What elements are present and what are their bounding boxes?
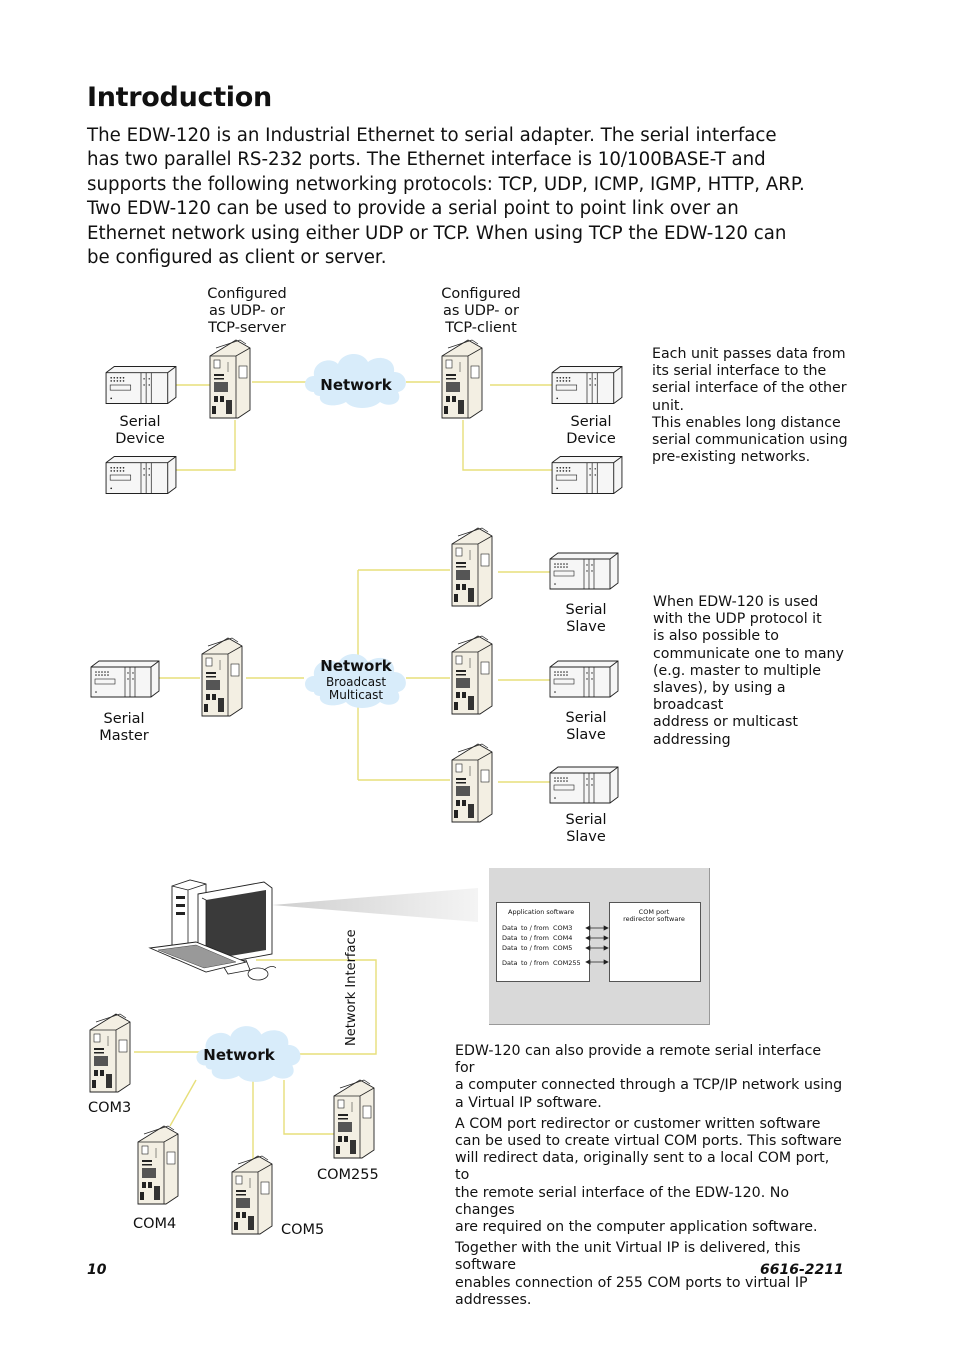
serial-device-icon: [104, 364, 178, 406]
data-row-direction: to / from: [521, 924, 549, 932]
remote-paragraph-2: A COM port redirector or customer writte…: [455, 1115, 842, 1236]
client-config-label: Configured as UDP- or TCP-client: [441, 286, 521, 336]
data-row-port: COM3: [553, 924, 573, 932]
network-label-2: Network: [320, 657, 392, 675]
network-broadcast-label: Broadcast: [325, 675, 387, 689]
intro-paragraph-1: The EDW-120 is an Industrial Ethernet to…: [87, 125, 805, 195]
data-row-label: Data: [502, 959, 518, 967]
serial-master-label: Serial Master: [99, 711, 149, 744]
document-number: 6616-2211: [760, 1262, 844, 1278]
redirector-label-2: redirector software: [623, 915, 685, 923]
edw-120-unit-icon: [198, 634, 246, 722]
serial-device-left-label: Serial Device: [115, 414, 165, 447]
data-row-port: COM255: [553, 959, 581, 967]
data-row-label: Data: [502, 924, 518, 932]
network-label-1: Network: [320, 376, 392, 394]
com255-label: COM255: [317, 1167, 379, 1183]
serial-device-right-label: Serial Device: [566, 414, 616, 447]
serial-slave-label: Serial Slave: [565, 710, 607, 743]
data-row-port: COM5: [553, 944, 573, 952]
com3-label: COM3: [88, 1100, 132, 1116]
data-row-port: COM4: [553, 934, 573, 942]
diagram2-note: When EDW-120 is used with the UDP protoc…: [653, 594, 844, 748]
edw-120-unit-icon: [448, 524, 496, 612]
edw-120-unit-icon: [448, 740, 496, 828]
serial-device-icon: [104, 454, 178, 496]
data-row-label: Data: [502, 944, 518, 952]
data-row-direction: to / from: [521, 944, 549, 952]
serial-master-device-icon: [89, 658, 161, 700]
data-row-label: Data: [502, 934, 518, 942]
remote-paragraph-1: EDW-120 can also provide a remote serial…: [455, 1043, 843, 1111]
intro-paragraph-2: Two EDW-120 can be used to provide a ser…: [87, 198, 787, 269]
edw-120-unit-icon: [86, 1010, 134, 1098]
serial-device-icon: [550, 364, 624, 406]
application-software-box: [496, 902, 590, 982]
redirector-software-box: [609, 902, 701, 982]
com4-label: COM4: [133, 1216, 177, 1232]
intro-text: The EDW-120 is an Industrial Ethernet to…: [87, 124, 807, 270]
server-config-label: Configured as UDP- or TCP-server: [207, 286, 287, 336]
serial-slave-device-icon: [548, 550, 620, 592]
edw-120-unit-icon: [206, 336, 254, 424]
computer-icon: [148, 879, 276, 981]
remote-paragraph-3: Together with the unit Virtual IP is del…: [455, 1240, 808, 1308]
edw-120-unit-icon: [330, 1076, 378, 1164]
network-multicast-label: Multicast: [328, 688, 384, 702]
data-row-direction: to / from: [521, 959, 549, 967]
diagram1-note: Each unit passes data from its serial in…: [652, 346, 848, 466]
edw-120-unit-icon: [134, 1122, 182, 1210]
app-software-label: Application software: [508, 908, 575, 916]
serial-slave-label: Serial Slave: [565, 812, 607, 845]
data-row-direction: to / from: [521, 934, 549, 942]
serial-slave-device-icon: [548, 764, 620, 806]
remote-serial-text: EDW-120 can also provide a remote serial…: [455, 1043, 845, 1313]
edw-120-unit-icon: [448, 632, 496, 720]
network-label-3: Network: [203, 1046, 275, 1064]
edw-120-unit-icon: [228, 1152, 276, 1240]
serial-slave-device-icon: [548, 658, 620, 700]
page-number: 10: [87, 1262, 107, 1278]
redirector-label-1: COM port: [638, 908, 670, 916]
edw-120-unit-icon: [438, 336, 486, 424]
serial-slave-label: Serial Slave: [565, 602, 607, 635]
data-arrows-icon: [585, 925, 609, 965]
network-interface-label: Network Interface: [344, 929, 359, 1046]
serial-device-icon: [550, 454, 624, 496]
com5-label: COM5: [281, 1222, 325, 1238]
page-title: Introduction: [87, 82, 272, 113]
